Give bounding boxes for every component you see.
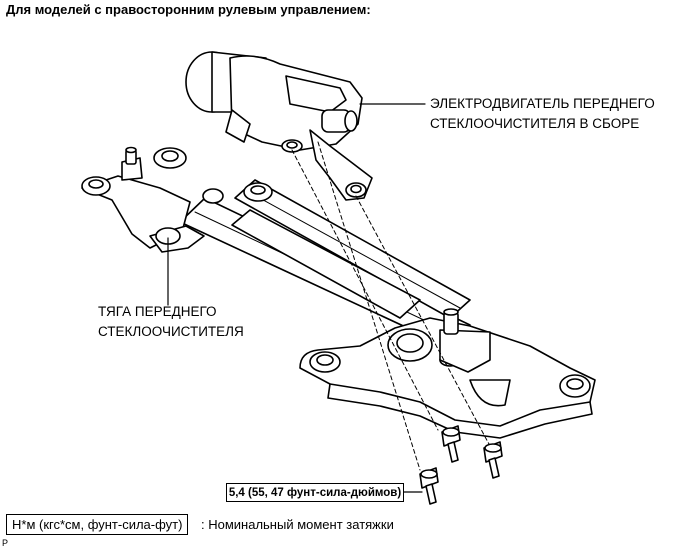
wiper-link-bars	[179, 179, 471, 351]
link-callout-line2: СТЕКЛООЧИСТИТЕЛЯ	[98, 324, 244, 339]
page-title: Для моделей с правосторонним рулевым упр…	[6, 2, 371, 17]
motor-callout-line1: ЭЛЕКТРОДВИГАТЕЛЬ ПЕРЕДНЕГО	[430, 96, 655, 111]
torque-spec-value: 5,4 (55, 47 фунт-сила-дюймов)	[228, 486, 402, 499]
leader-lines	[167, 103, 426, 306]
link-callout-line1: ТЯГА ПЕРЕДНЕГО	[98, 304, 217, 319]
legend-units: Н*м (кгс*см, фунт-сила-фут)	[12, 517, 183, 532]
link-callout-label: ТЯГА ПЕРЕДНЕГО СТЕКЛООЧИСТИТЕЛЯ	[98, 302, 244, 342]
bolt	[419, 467, 439, 505]
motor-callout-line2: СТЕКЛООЧИСТИТЕЛЯ В СБОРЕ	[430, 116, 640, 131]
legend-description: : Номинальный момент затяжки	[201, 517, 394, 532]
legend-units-box: Н*м (кгс*см, фунт-сила-фут)	[6, 514, 189, 535]
torque-spec-box: 5,4 (55, 47 фунт-сила-дюймов)	[226, 483, 404, 502]
bolt	[441, 425, 461, 463]
wiper-motor	[185, 51, 373, 201]
right-pivot-bracket	[299, 308, 596, 439]
motor-callout-label: ЭЛЕКТРОДВИГАТЕЛЬ ПЕРЕДНЕГО СТЕКЛООЧИСТИТ…	[430, 94, 655, 134]
left-pivot-bracket	[81, 146, 273, 253]
bolt	[483, 441, 503, 479]
alignment-lines	[291, 141, 491, 471]
footer-code: P	[2, 538, 9, 548]
